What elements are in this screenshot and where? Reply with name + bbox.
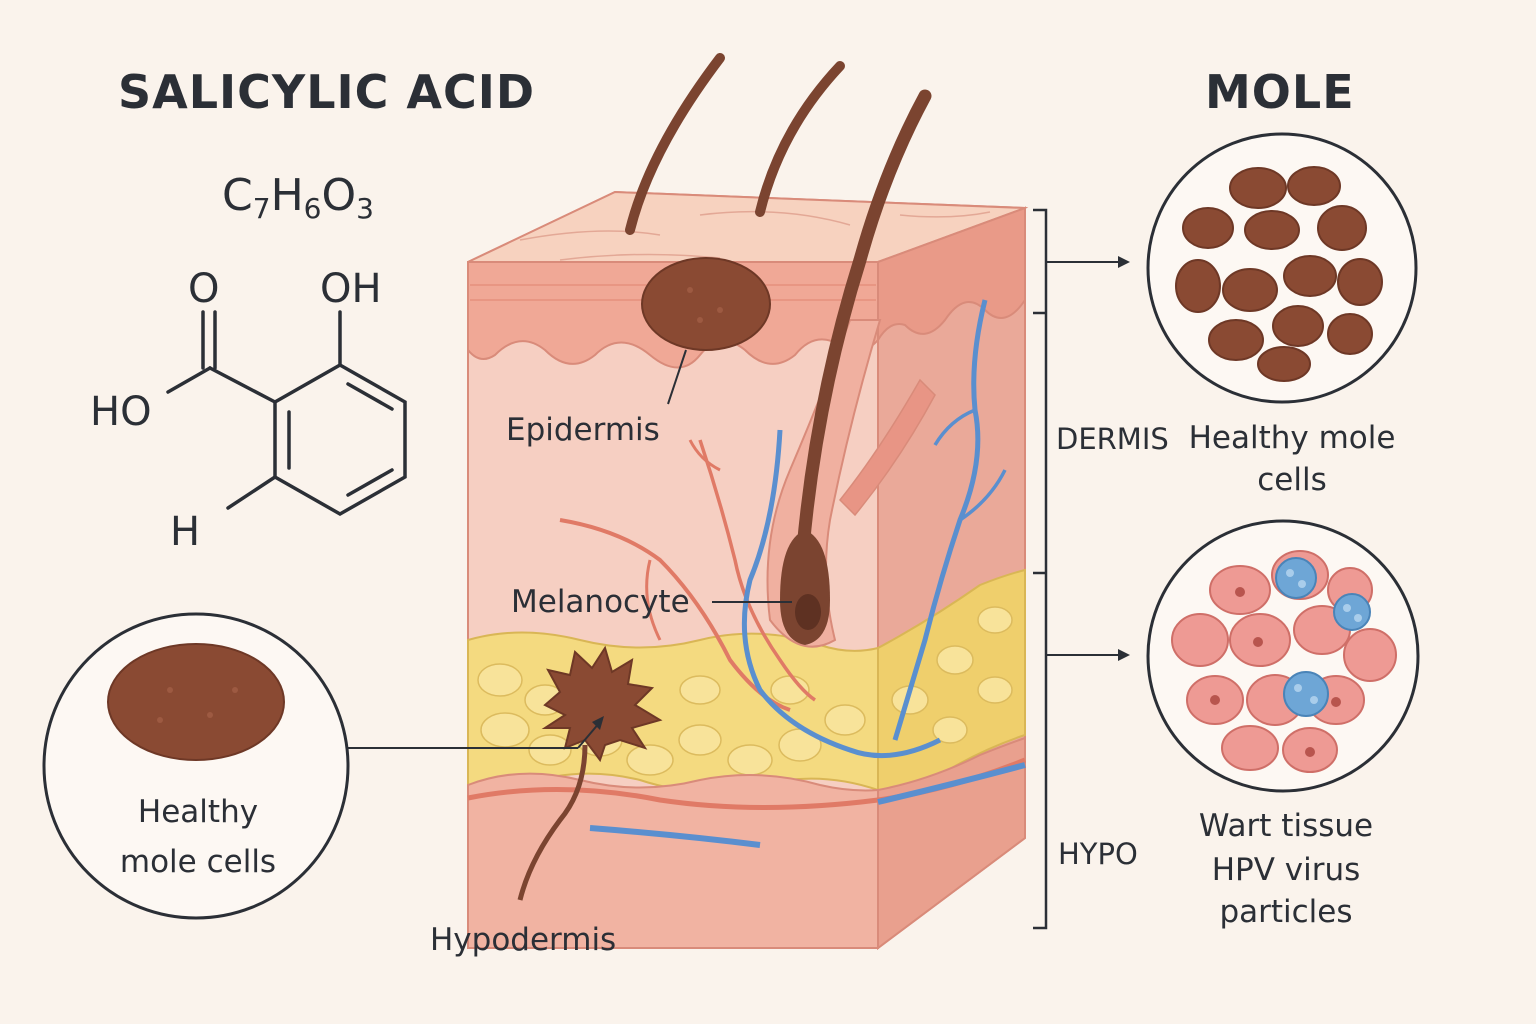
left-caption-line1: Healthy (138, 794, 258, 830)
label-hypo: HYPO (1058, 837, 1138, 871)
left-caption-line2: mole cells (120, 844, 276, 880)
bottom-right-caption-line2: HPV virus (1212, 852, 1361, 888)
atom-ho: HO (90, 389, 152, 435)
bottom-right-caption-line1: Wart tissue (1199, 808, 1373, 844)
bottom-right-caption-line3: particles (1219, 894, 1352, 930)
layer-brackets (1033, 208, 1048, 930)
left-title: SALICYLIC ACID (118, 65, 535, 119)
atom-o: O (188, 266, 219, 312)
top-right-caption-line1: Healthy mole (1189, 420, 1396, 456)
atom-oh: OH (320, 266, 382, 312)
label-hypodermis: Hypodermis (430, 922, 616, 958)
label-dermis: DERMIS (1056, 422, 1169, 456)
top-right-caption-line2: cells (1257, 462, 1327, 498)
wart-tissue-circle (1146, 519, 1420, 793)
epidermis-leader (667, 349, 687, 405)
label-epidermis: Epidermis (506, 412, 660, 448)
healthy-mole-cells-circle (1146, 132, 1418, 404)
atom-h: H (170, 509, 200, 555)
right-title: MOLE (1205, 65, 1355, 119)
left-zoom-circle (42, 612, 350, 920)
molecule-structure (166, 310, 407, 517)
skin-cross-section (467, 53, 1029, 950)
chemical-formula: C7H6O3 (222, 170, 374, 225)
label-melanocyte: Melanocyte (511, 584, 690, 620)
